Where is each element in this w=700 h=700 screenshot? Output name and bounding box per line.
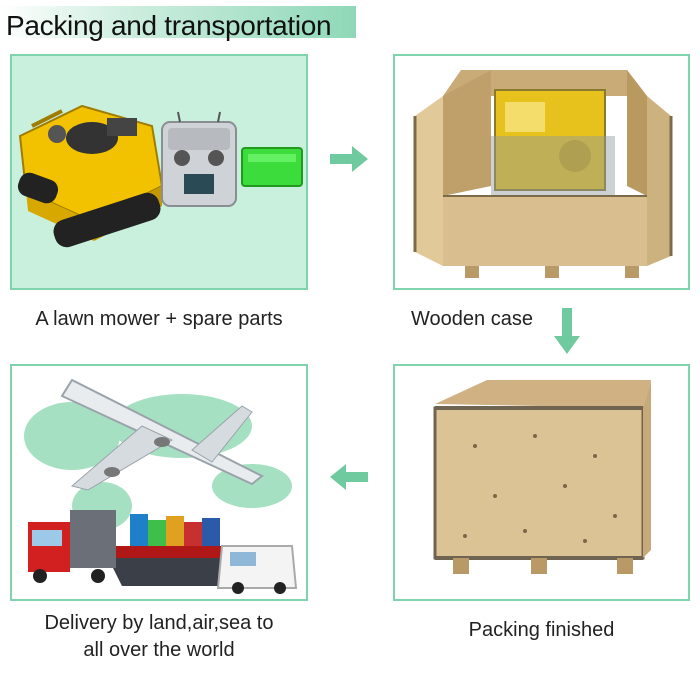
arrow-left-icon (330, 464, 368, 490)
caption-wooden-case: Wooden case (411, 308, 533, 330)
arrow-down-icon (554, 308, 580, 354)
caption-packing-finished: Packing finished (468, 619, 615, 641)
panel-packing-finished (393, 364, 690, 601)
title-banner: Packing and transportation (0, 6, 356, 41)
delivery-image (12, 366, 306, 599)
arrow-right-icon (330, 146, 368, 172)
page-title: Packing and transportation (6, 10, 332, 41)
caption-delivery: Delivery by land,air,sea to all over the… (10, 610, 308, 664)
lawn-mower-image (17, 104, 303, 248)
panel-delivery (10, 364, 308, 601)
closed-crate-image (395, 366, 688, 599)
panel-lawn-mower (10, 54, 308, 290)
caption-lawn-mower: A lawn mower + spare parts (35, 308, 283, 330)
caption-delivery-line2: all over the world (83, 639, 235, 661)
wooden-case-image (395, 56, 688, 288)
caption-delivery-line1: Delivery by land,air,sea to (44, 612, 274, 634)
panel-wooden-case (393, 54, 690, 290)
